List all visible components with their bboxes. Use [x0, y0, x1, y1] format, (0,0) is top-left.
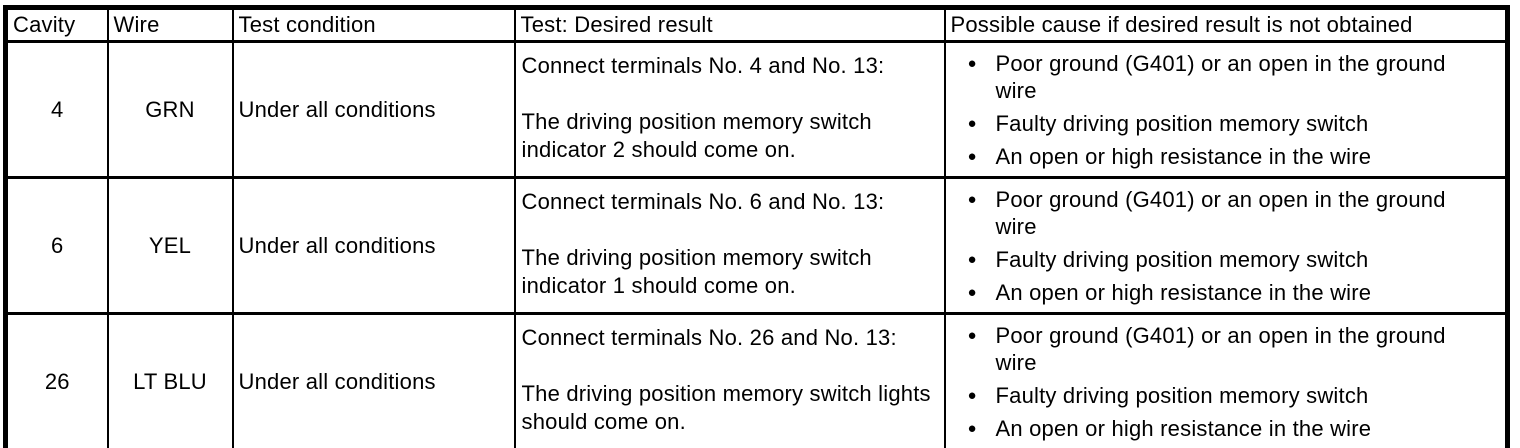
header-cavity: Cavity: [4, 6, 109, 43]
cause-text: Poor ground (G401) or an open in the gro…: [995, 51, 1446, 103]
cause-item: ● An open or high resistance in the wire: [952, 143, 1502, 170]
cause-text: An open or high resistance in the wire: [995, 144, 1372, 169]
test-expected-result: The driving position memory switch light…: [521, 381, 931, 434]
cause-item: ● Poor ground (G401) or an open in the g…: [952, 322, 1502, 376]
cause-text: Faulty driving position memory switch: [995, 111, 1369, 136]
causes-cell: ● Poor ground (G401) or an open in the g…: [943, 40, 1509, 179]
cavity-cell: 26: [4, 312, 109, 448]
condition-cell: Under all conditions: [231, 312, 516, 448]
header-test-condition: Test condition: [231, 6, 516, 43]
cause-item: ● Poor ground (G401) or an open in the g…: [952, 50, 1502, 104]
cause-item: ● Faulty driving position memory switch: [952, 246, 1502, 273]
cause-item: ● An open or high resistance in the wire: [952, 415, 1502, 442]
header-possible-cause: Possible cause if desired result is not …: [943, 6, 1509, 43]
test-cell: Connect terminals No. 4 and No. 13: The …: [513, 40, 946, 179]
cause-list: ● Poor ground (G401) or an open in the g…: [952, 50, 1502, 170]
cavity-cell: 6: [4, 176, 109, 315]
table-row: 6 YEL Under all conditions Connect termi…: [4, 176, 1509, 315]
bullet-icon: ●: [967, 284, 977, 301]
cause-text: Poor ground (G401) or an open in the gro…: [995, 187, 1446, 239]
cause-list: ● Poor ground (G401) or an open in the g…: [952, 322, 1502, 442]
cavity-cell: 4: [4, 40, 109, 179]
cause-text: An open or high resistance in the wire: [995, 280, 1372, 305]
wire-test-table: Cavity Wire Test condition Test: Desired…: [3, 5, 1510, 448]
bullet-icon: ●: [967, 115, 977, 132]
header-desired-result: Test: Desired result: [513, 6, 946, 43]
cause-item: ● An open or high resistance in the wire: [952, 279, 1502, 306]
bullet-icon: ●: [967, 327, 977, 344]
cause-text: Poor ground (G401) or an open in the gro…: [995, 323, 1446, 375]
bullet-icon: ●: [967, 148, 977, 165]
wire-cell: LT BLU: [106, 312, 234, 448]
cause-text: Faulty driving position memory switch: [995, 247, 1369, 272]
condition-cell: Under all conditions: [231, 176, 516, 315]
test-expected-result: The driving position memory switch indic…: [521, 109, 872, 162]
test-instruction: Connect terminals No. 6 and No. 13:: [521, 189, 885, 214]
bullet-icon: ●: [967, 191, 977, 208]
table-header-row: Cavity Wire Test condition Test: Desired…: [4, 6, 1509, 43]
cause-text: Faulty driving position memory switch: [995, 383, 1369, 408]
wire-cell: YEL: [106, 176, 234, 315]
bullet-icon: ●: [967, 387, 977, 404]
table-row: 4 GRN Under all conditions Connect termi…: [4, 40, 1509, 179]
table-row: 26 LT BLU Under all conditions Connect t…: [4, 312, 1509, 448]
bullet-icon: ●: [967, 251, 977, 268]
test-instruction: Connect terminals No. 4 and No. 13:: [521, 53, 885, 78]
test-cell: Connect terminals No. 26 and No. 13: The…: [513, 312, 946, 448]
cause-text: An open or high resistance in the wire: [995, 416, 1372, 441]
bullet-icon: ●: [967, 420, 977, 437]
condition-cell: Under all conditions: [231, 40, 516, 179]
header-wire: Wire: [106, 6, 234, 43]
wire-cell: GRN: [106, 40, 234, 179]
cause-item: ● Poor ground (G401) or an open in the g…: [952, 186, 1502, 240]
cause-item: ● Faulty driving position memory switch: [952, 110, 1502, 137]
cause-list: ● Poor ground (G401) or an open in the g…: [952, 186, 1502, 306]
test-instruction: Connect terminals No. 26 and No. 13:: [521, 325, 897, 350]
bullet-icon: ●: [967, 55, 977, 72]
test-expected-result: The driving position memory switch indic…: [521, 245, 872, 298]
causes-cell: ● Poor ground (G401) or an open in the g…: [943, 176, 1509, 315]
causes-cell: ● Poor ground (G401) or an open in the g…: [943, 312, 1509, 448]
cause-item: ● Faulty driving position memory switch: [952, 382, 1502, 409]
test-cell: Connect terminals No. 6 and No. 13: The …: [513, 176, 946, 315]
